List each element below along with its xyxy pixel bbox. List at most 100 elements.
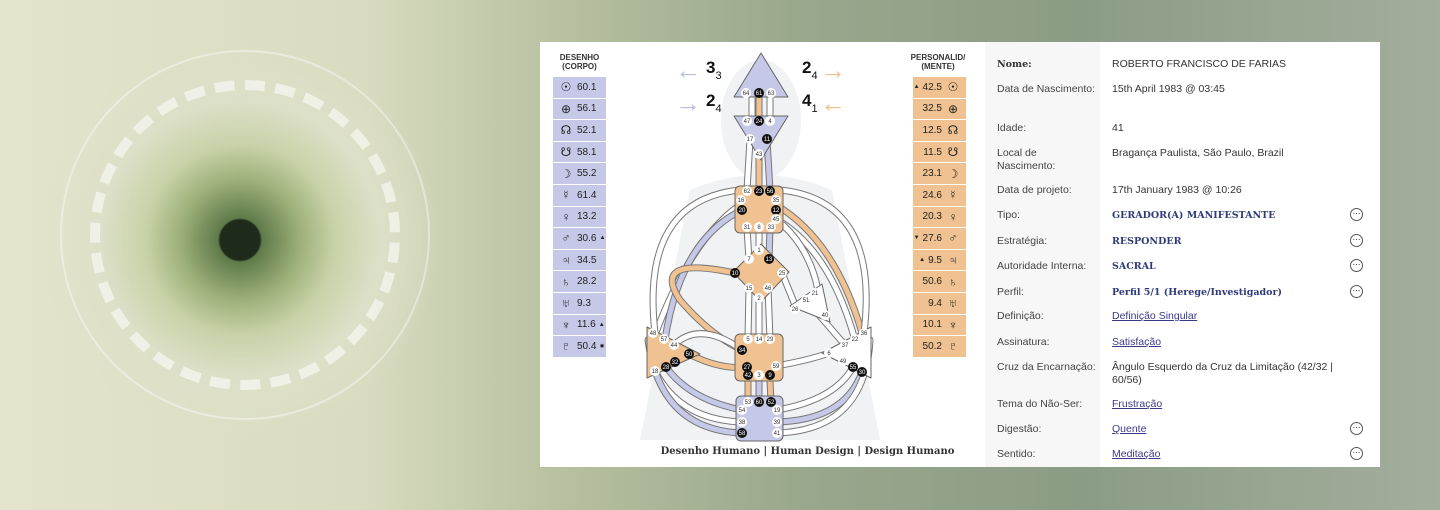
planet-row[interactable]: ♆11.6▲: [553, 314, 606, 337]
planet-row[interactable]: ♃34.5: [553, 249, 606, 272]
gate-49[interactable]: 49: [838, 356, 848, 366]
planet-row[interactable]: ☿61.4: [553, 184, 606, 207]
gate-64[interactable]: 64: [741, 88, 751, 98]
gate-5[interactable]: 5: [743, 334, 753, 344]
gate-62[interactable]: 62: [742, 186, 752, 196]
gate-38[interactable]: 38: [737, 417, 747, 427]
planet-row[interactable]: ▲42.5☉: [913, 77, 966, 99]
gate-40[interactable]: 40: [820, 310, 830, 320]
gate-19[interactable]: 19: [772, 405, 782, 415]
info-value[interactable]: Meditação: [1112, 448, 1161, 460]
gate-41[interactable]: 41: [772, 428, 782, 438]
planet-row[interactable]: ♄28.2: [553, 271, 606, 293]
gate-20[interactable]: 20: [737, 205, 747, 215]
gate-53[interactable]: 53: [743, 397, 753, 407]
gate-12[interactable]: 12: [771, 205, 781, 215]
gate-24[interactable]: 24: [754, 116, 764, 126]
gate-22[interactable]: 22: [850, 334, 860, 344]
gate-61[interactable]: 61: [754, 88, 764, 98]
gate-4[interactable]: 4: [765, 116, 775, 126]
gate-16[interactable]: 16: [736, 195, 746, 205]
more-options-icon[interactable]: ⋯: [1350, 208, 1363, 221]
gate-30[interactable]: 30: [857, 367, 867, 377]
gate-60[interactable]: 60: [754, 397, 764, 407]
gate-43[interactable]: 43: [754, 149, 764, 159]
planet-row[interactable]: ♀13.2: [553, 206, 606, 229]
gate-28[interactable]: 28: [661, 362, 671, 372]
info-value[interactable]: Quente: [1112, 423, 1147, 435]
gate-13[interactable]: 13: [764, 254, 774, 264]
gate-7[interactable]: 7: [744, 254, 754, 264]
gate-11[interactable]: 11: [762, 134, 772, 144]
planet-row[interactable]: ♂30.6▲: [553, 228, 606, 250]
planet-row[interactable]: ▲9.5♃: [913, 249, 966, 272]
gate-21[interactable]: 21: [810, 288, 820, 298]
gate-59[interactable]: 59: [771, 361, 781, 371]
more-options-icon[interactable]: ⋯: [1350, 285, 1363, 298]
more-options-icon[interactable]: ⋯: [1350, 447, 1363, 460]
gate-35[interactable]: 35: [771, 195, 781, 205]
planet-row[interactable]: ☉60.1: [553, 77, 606, 99]
gate-18[interactable]: 18: [650, 366, 660, 376]
root-center[interactable]: [735, 395, 784, 442]
gate-48[interactable]: 48: [648, 328, 658, 338]
gate-27[interactable]: 27: [742, 362, 752, 372]
gate-52[interactable]: 52: [766, 397, 776, 407]
more-options-icon[interactable]: ⋯: [1350, 422, 1363, 435]
gate-25[interactable]: 25: [777, 268, 787, 278]
info-value[interactable]: GERADOR(A) MANIFESTANTE: [1112, 210, 1276, 221]
gate-15[interactable]: 15: [744, 283, 754, 293]
planet-row[interactable]: 23.1☽: [913, 163, 966, 185]
planet-row[interactable]: 11.5☋: [913, 141, 966, 164]
gate-44[interactable]: 44: [669, 340, 679, 350]
gate-1[interactable]: 1: [754, 245, 764, 255]
info-value[interactable]: RESPONDER: [1112, 236, 1182, 247]
gate-32[interactable]: 32: [670, 357, 680, 367]
info-value[interactable]: Definição Singular: [1112, 310, 1198, 322]
info-value[interactable]: SACRAL: [1112, 261, 1156, 272]
info-value[interactable]: Frustração: [1112, 398, 1163, 410]
gate-10[interactable]: 10: [730, 268, 740, 278]
gate-26[interactable]: 26: [790, 304, 800, 314]
planet-row[interactable]: ⊕56.1: [553, 98, 606, 121]
planet-row[interactable]: 20.3♀: [913, 206, 966, 229]
planet-row[interactable]: 10.1♆: [913, 314, 966, 337]
planet-row[interactable]: 50.6♄: [913, 271, 966, 293]
planet-row[interactable]: 12.5☊: [913, 120, 966, 142]
gate-57[interactable]: 57: [659, 334, 669, 344]
planet-row[interactable]: 9.4♅: [913, 292, 966, 315]
gate-46[interactable]: 46: [763, 283, 773, 293]
info-value[interactable]: Satisfação: [1112, 336, 1162, 348]
gate-8[interactable]: 8: [754, 222, 764, 232]
planet-row[interactable]: ♇50.4✸: [553, 336, 606, 358]
gate-50[interactable]: 50: [684, 349, 694, 359]
planet-row[interactable]: 24.6☿: [913, 184, 966, 207]
gate-63[interactable]: 63: [766, 88, 776, 98]
gate-58[interactable]: 58: [737, 428, 747, 438]
planet-row[interactable]: ♅9.3: [553, 292, 606, 315]
more-options-icon[interactable]: ⋯: [1350, 259, 1363, 272]
gate-6[interactable]: 6: [824, 348, 834, 358]
gate-36[interactable]: 36: [859, 328, 869, 338]
gate-56[interactable]: 56: [765, 186, 775, 196]
gate-37[interactable]: 37: [840, 340, 850, 350]
gate-3[interactable]: 3: [754, 370, 764, 380]
planet-row[interactable]: ☊52.1: [553, 120, 606, 142]
gate-29[interactable]: 29: [765, 334, 775, 344]
gate-51[interactable]: 51: [801, 295, 811, 305]
gate-14[interactable]: 14: [754, 334, 764, 344]
planet-row[interactable]: ☽55.2: [553, 163, 606, 185]
planet-row[interactable]: 50.2♇: [913, 336, 966, 358]
gate-9[interactable]: 9: [765, 370, 775, 380]
gate-17[interactable]: 17: [745, 134, 755, 144]
gate-34[interactable]: 34: [737, 345, 747, 355]
gate-23[interactable]: 23: [754, 186, 764, 196]
more-options-icon[interactable]: ⋯: [1350, 234, 1363, 247]
info-value[interactable]: Perfil 5/1 (Herege/Investigador): [1112, 287, 1283, 298]
planet-row[interactable]: 32.5⊕: [913, 98, 966, 121]
gate-31[interactable]: 31: [742, 222, 752, 232]
gate-33[interactable]: 33: [766, 222, 776, 232]
gate-45[interactable]: 45: [771, 214, 781, 224]
gate-47[interactable]: 47: [742, 116, 752, 126]
gate-54[interactable]: 54: [737, 405, 747, 415]
